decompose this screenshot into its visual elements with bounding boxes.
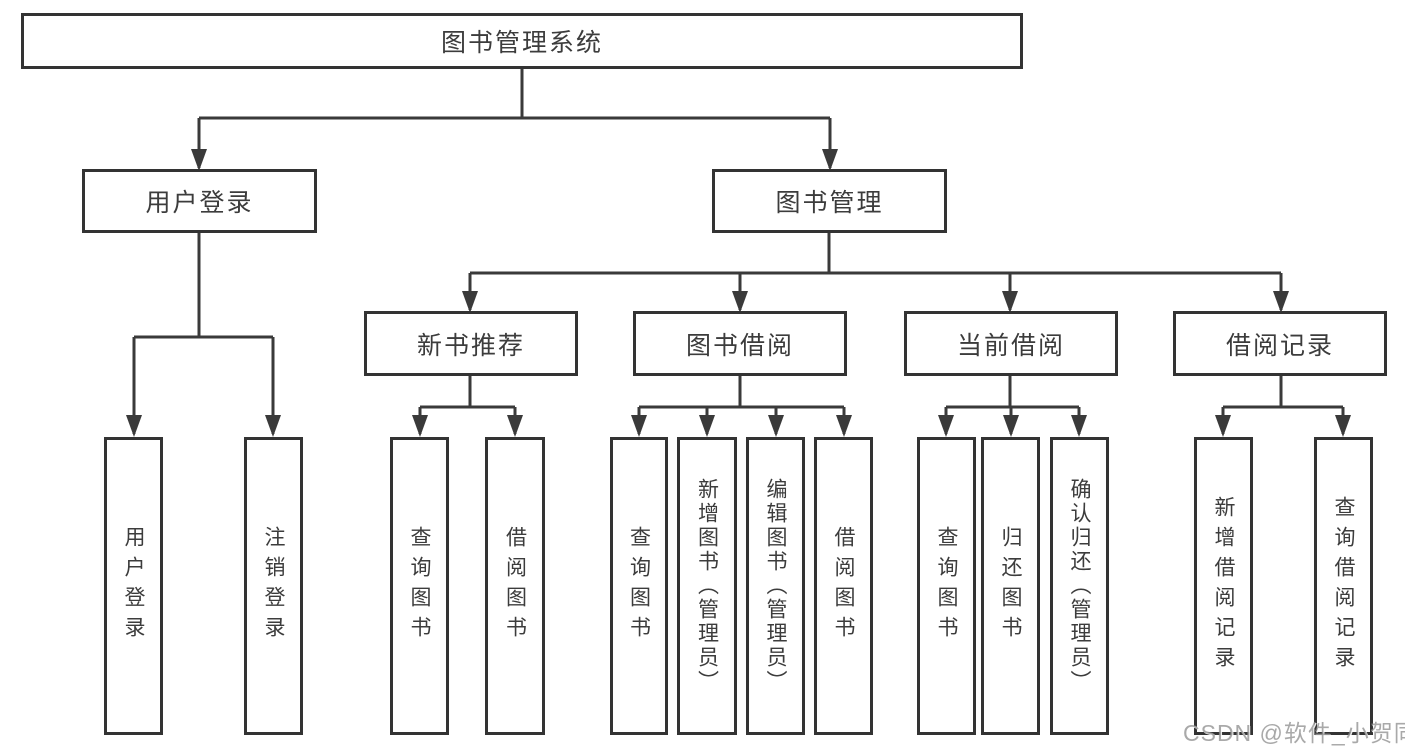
leaf-newbook-query-books-label: 查询图书 <box>408 526 431 646</box>
node-new-book-recommend-label: 新书推荐 <box>416 331 525 360</box>
leaf-current-query-books: 查询图书 <box>917 437 976 735</box>
node-user-login: 用户登录 <box>82 169 317 233</box>
node-current-borrow-label: 当前借阅 <box>956 331 1065 360</box>
leaf-return-books: 归还图书 <box>981 437 1040 735</box>
arrowhead-icons <box>126 149 1351 437</box>
leaf-borrow-books: 借阅图书 <box>814 437 873 735</box>
node-book-management: 图书管理 <box>712 169 947 233</box>
node-borrow-record: 借阅记录 <box>1173 311 1387 376</box>
leaf-confirm-return-admin-label: 确认归还（管理员） <box>1068 478 1091 694</box>
node-new-book-recommend: 新书推荐 <box>364 311 578 376</box>
node-borrow-record-label: 借阅记录 <box>1225 331 1334 360</box>
leaf-return-books-label: 归还图书 <box>999 526 1022 646</box>
node-root-label: 图书管理系统 <box>440 29 603 57</box>
node-root: 图书管理系统 <box>21 13 1023 69</box>
leaf-edit-books-admin-label: 编辑图书（管理员） <box>764 478 787 694</box>
leaf-add-borrow-record: 新增借阅记录 <box>1194 437 1253 735</box>
leaf-logout: 注销登录 <box>244 437 303 735</box>
leaf-borrow-query-books: 查询图书 <box>610 437 668 735</box>
connector-edges <box>132 69 1345 434</box>
csdn-watermark: CSDN @软件_小贺同学 <box>1183 720 1405 746</box>
leaf-borrow-books-label: 借阅图书 <box>832 526 855 646</box>
leaf-query-borrow-record-label: 查询借阅记录 <box>1332 496 1355 676</box>
leaf-query-borrow-record: 查询借阅记录 <box>1314 437 1373 735</box>
node-book-borrow: 图书借阅 <box>633 311 847 376</box>
leaf-user-login: 用户登录 <box>104 437 163 735</box>
node-book-management-label: 图书管理 <box>775 189 884 217</box>
leaf-current-query-books-label: 查询图书 <box>935 526 958 646</box>
node-current-borrow: 当前借阅 <box>904 311 1118 376</box>
leaf-newbook-borrow-books-label: 借阅图书 <box>503 526 527 646</box>
leaf-newbook-borrow-books: 借阅图书 <box>485 437 545 735</box>
leaf-confirm-return-admin: 确认归还（管理员） <box>1050 437 1109 735</box>
node-user-login-label: 用户登录 <box>145 189 254 217</box>
node-book-borrow-label: 图书借阅 <box>685 331 794 360</box>
leaf-user-login-label: 用户登录 <box>122 526 145 646</box>
leaf-add-books-admin-label: 新增图书（管理员） <box>695 478 719 694</box>
leaf-edit-books-admin: 编辑图书（管理员） <box>746 437 805 735</box>
leaf-add-borrow-record-label: 新增借阅记录 <box>1212 496 1235 676</box>
leaf-logout-label: 注销登录 <box>262 526 285 646</box>
leaf-add-books-admin: 新增图书（管理员） <box>677 437 737 735</box>
leaf-borrow-query-books-label: 查询图书 <box>627 526 651 646</box>
leaf-newbook-query-books: 查询图书 <box>390 437 449 735</box>
